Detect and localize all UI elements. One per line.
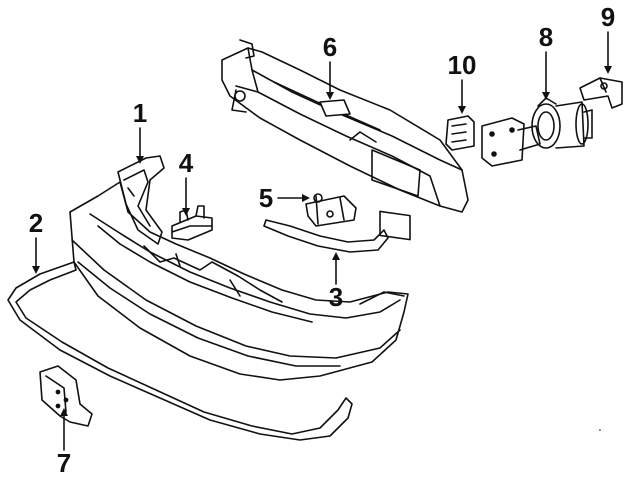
callout-4: 4 [179, 148, 194, 178]
bracket-part-1 [117, 155, 165, 245]
arrow-3 [332, 252, 340, 260]
arrow-2 [32, 266, 40, 274]
arrow-7 [60, 408, 68, 416]
energy-absorber-part-8 [481, 97, 593, 167]
license-bracket-part-7 [39, 365, 93, 427]
arrow-9 [604, 66, 612, 74]
arrow-8 [542, 92, 550, 100]
callout-8: 8 [539, 22, 553, 52]
mounting-bracket-part-9 [579, 77, 623, 109]
small-clip-part-10 [445, 115, 475, 151]
fastener-part-5 [305, 193, 357, 227]
leader-lines [32, 31, 612, 451]
callout-labels: 1 2 3 4 5 6 7 8 9 10 [29, 2, 615, 478]
callout-2: 2 [29, 208, 43, 238]
impact-bar-part-6 [221, 39, 469, 241]
arrow-1 [136, 156, 144, 164]
trim-strip-part-3 [263, 219, 389, 253]
callout-9: 9 [601, 2, 615, 32]
stray-dot [599, 429, 601, 431]
callout-3: 3 [329, 282, 343, 312]
clip-part-4 [171, 205, 213, 241]
lower-molding-part-2 [7, 261, 353, 441]
callout-6: 6 [323, 32, 337, 62]
arrow-10 [458, 106, 466, 114]
arrow-6 [326, 92, 334, 100]
arrow-4 [182, 208, 190, 216]
callout-10: 10 [448, 50, 477, 80]
callout-1: 1 [133, 98, 147, 128]
arrow-5 [302, 194, 310, 202]
callout-7: 7 [57, 448, 71, 478]
bumper-cover [69, 181, 409, 381]
callout-5: 5 [259, 183, 273, 213]
